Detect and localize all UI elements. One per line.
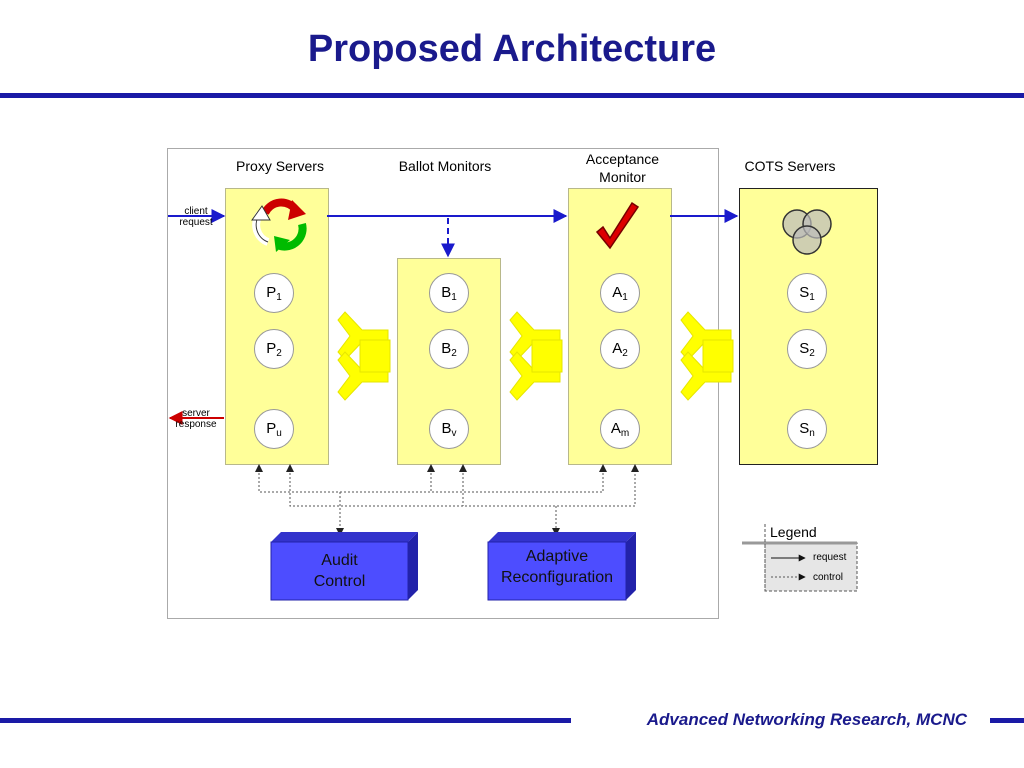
node-subscript: 1 bbox=[276, 292, 282, 303]
acceptance-node-2: A2 bbox=[600, 329, 640, 369]
client-request-line1: client bbox=[184, 206, 208, 217]
node-letter: B bbox=[441, 340, 452, 357]
audit-label-line2: Control bbox=[313, 573, 366, 590]
node-letter: P bbox=[266, 284, 277, 301]
cots-servers-label: COTS Servers bbox=[744, 158, 836, 174]
node-subscript: m bbox=[620, 428, 630, 439]
node-subscript: 2 bbox=[809, 348, 815, 359]
node-subscript: 1 bbox=[622, 292, 628, 303]
node-subscript: 2 bbox=[622, 348, 628, 359]
node-letter: A bbox=[612, 340, 623, 357]
proxy-servers-label: Proxy Servers bbox=[236, 158, 324, 174]
acceptance-label-line1: Acceptance bbox=[585, 151, 660, 167]
legend-title: Legend bbox=[770, 524, 817, 540]
acceptance-monitor-label: Acceptance Monitor bbox=[560, 150, 685, 186]
footer-rule-left bbox=[0, 718, 571, 723]
acceptance-label-line2: Monitor bbox=[599, 169, 646, 185]
proxy-node-2: P2 bbox=[254, 329, 294, 369]
node-letter: P bbox=[266, 420, 277, 437]
node-letter: S bbox=[799, 284, 810, 301]
node-letter: S bbox=[799, 340, 810, 357]
node-subscript: 2 bbox=[451, 348, 457, 359]
proxy-node-1: P1 bbox=[254, 273, 294, 313]
audit-label-line1: Audit bbox=[321, 552, 358, 569]
client-request-line2: request bbox=[179, 217, 213, 228]
server-response-line2: response bbox=[175, 419, 217, 430]
acceptance-node-m: Am bbox=[600, 409, 640, 449]
ballot-monitors-label: Ballot Monitors bbox=[398, 158, 492, 174]
title-divider bbox=[0, 93, 1024, 98]
page-title: Proposed Architecture bbox=[307, 28, 717, 70]
node-letter: B bbox=[441, 420, 452, 437]
node-letter: P bbox=[266, 340, 277, 357]
cots-node-1: S1 bbox=[787, 273, 827, 313]
cots-node-n: Sn bbox=[787, 409, 827, 449]
node-subscript: 1 bbox=[451, 292, 457, 303]
adaptive-label-line1: Adaptive bbox=[525, 548, 589, 565]
node-subscript: v bbox=[451, 428, 457, 439]
node-subscript: u bbox=[276, 428, 282, 439]
ballot-node-1: B1 bbox=[429, 273, 469, 313]
client-request-label: client request bbox=[170, 206, 222, 228]
node-letter: A bbox=[612, 284, 623, 301]
server-response-label: server response bbox=[170, 408, 222, 430]
node-letter: A bbox=[610, 420, 621, 437]
audit-control-label: Audit Control bbox=[271, 550, 408, 592]
node-letter: S bbox=[799, 420, 810, 437]
footer-text: Advanced Networking Research, MCNC bbox=[646, 710, 967, 729]
proxy-node-u: Pu bbox=[254, 409, 294, 449]
ballot-node-2: B2 bbox=[429, 329, 469, 369]
adaptive-reconfiguration-label: Adaptive Reconfiguration bbox=[488, 546, 626, 588]
acceptance-node-1: A1 bbox=[600, 273, 640, 313]
cots-node-2: S2 bbox=[787, 329, 827, 369]
node-letter: B bbox=[441, 284, 452, 301]
ballot-node-v: Bv bbox=[429, 409, 469, 449]
legend-control-label: control bbox=[813, 572, 844, 583]
node-subscript: 2 bbox=[276, 348, 282, 359]
legend-request-label: request bbox=[813, 552, 847, 563]
node-subscript: n bbox=[809, 428, 815, 439]
server-response-line1: server bbox=[182, 408, 210, 419]
adaptive-label-line2: Reconfiguration bbox=[500, 569, 614, 586]
node-subscript: 1 bbox=[809, 292, 815, 303]
footer-rule-right bbox=[990, 718, 1024, 723]
